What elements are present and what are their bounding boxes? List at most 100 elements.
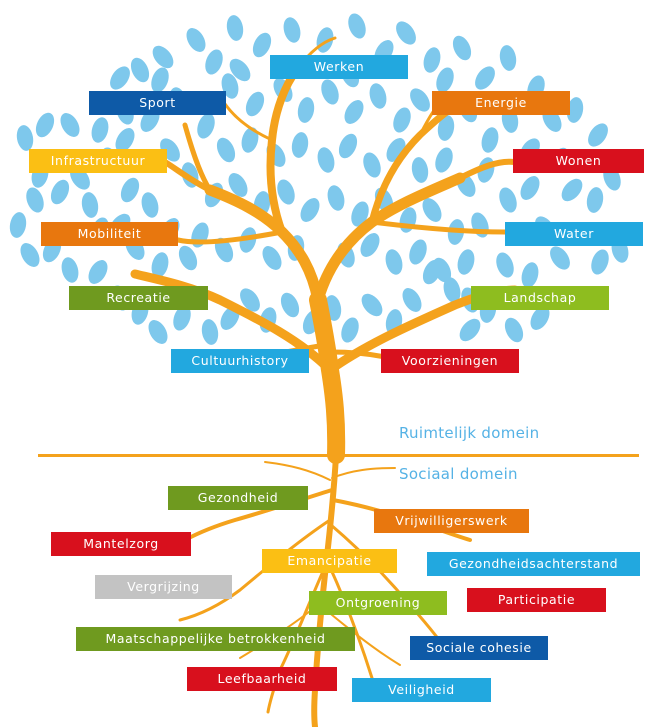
branch-stroke	[162, 159, 213, 193]
label-maatschappelijke-betrokkenheid: Maatschappelijke betrokkenheid	[76, 627, 355, 651]
leaf-shape	[152, 45, 174, 69]
leaf-shape	[291, 132, 309, 158]
leaf-shape	[16, 125, 34, 151]
leaf-shape	[130, 57, 150, 83]
leaf-shape	[88, 260, 108, 284]
leaf-shape	[422, 198, 442, 222]
leaf-shape	[561, 178, 583, 202]
leaf-shape	[410, 88, 430, 112]
leaf-shape	[475, 66, 495, 90]
leaf-shape	[115, 128, 135, 152]
leaf-shape	[148, 320, 168, 344]
label-emancipatie: Emancipatie	[262, 549, 397, 573]
label-participatie: Participatie	[467, 588, 606, 612]
leaf-shape	[191, 222, 209, 248]
branch-stroke	[175, 229, 285, 245]
leaf-shape	[348, 13, 366, 39]
label-werken: Werken	[270, 55, 408, 79]
label-gezondheid: Gezondheid	[168, 486, 308, 510]
leaf-shape	[229, 58, 251, 82]
leaf-shape	[317, 147, 335, 173]
leaf-shape	[437, 115, 455, 141]
label-vrijwilligerswerk: Vrijwilligerswerk	[374, 509, 529, 533]
leaf-shape	[411, 157, 429, 183]
leaf-shape	[396, 21, 416, 45]
domain-label-ruimtelijk: Ruimtelijk domein	[399, 424, 540, 442]
leaf-shape	[566, 97, 584, 123]
leaf-shape	[201, 319, 219, 345]
leaf-shape	[300, 198, 320, 222]
label-energie: Energie	[432, 91, 570, 115]
label-mobiliteit: Mobiliteit	[41, 222, 178, 246]
branch-stroke	[182, 122, 213, 193]
leaf-shape	[341, 317, 359, 343]
branch-stroke	[223, 102, 274, 142]
leaf-shape	[344, 100, 364, 124]
leaf-shape	[151, 252, 169, 278]
leaf-shape	[351, 201, 369, 227]
leaf-shape	[521, 262, 539, 288]
root-stroke	[264, 461, 331, 481]
leaf-shape	[283, 17, 301, 43]
leaf-shape	[481, 127, 499, 153]
leaf-shape	[151, 67, 169, 93]
label-leefbaarheid: Leefbaarheid	[187, 667, 337, 691]
root-stroke	[331, 467, 396, 479]
label-sport: Sport	[89, 91, 226, 115]
label-ontgroening: Ontgroening	[309, 591, 447, 615]
leaf-shape	[197, 113, 215, 139]
label-landschap: Landschap	[471, 286, 609, 310]
tree-branches	[130, 36, 520, 464]
leaf-shape	[499, 187, 517, 213]
leaf-shape	[459, 318, 481, 342]
label-mantelzorg: Mantelzorg	[51, 532, 191, 556]
label-veiligheid: Veiligheid	[352, 678, 491, 702]
leaf-shape	[50, 179, 70, 205]
leaf-shape	[436, 67, 454, 93]
leaf-shape	[327, 185, 345, 211]
root-stroke	[178, 518, 332, 622]
leaf-shape	[504, 317, 524, 343]
leaf-shape	[226, 15, 244, 41]
leaf-shape	[402, 288, 422, 312]
leaf-shape	[588, 123, 608, 147]
domain-divider-line	[38, 454, 639, 457]
leaf-shape	[26, 187, 44, 213]
leaf-shape	[280, 292, 300, 318]
branch-stroke	[457, 158, 518, 181]
branch-stroke	[369, 219, 508, 235]
leaf-shape	[435, 147, 453, 173]
label-cultuurhistory: Cultuurhistory	[171, 349, 309, 373]
leaf-shape	[252, 32, 272, 58]
leaf-shape	[297, 97, 315, 123]
leaf-shape	[586, 187, 604, 213]
leaf-shape	[216, 137, 236, 163]
label-recreatie: Recreatie	[69, 286, 208, 310]
leaf-shape	[214, 237, 234, 263]
leaf-shape	[173, 305, 191, 331]
branch-stroke	[309, 291, 346, 464]
leaf-shape	[457, 249, 475, 275]
leaf-shape	[35, 112, 55, 138]
leaf-shape	[205, 49, 223, 75]
leaf-shape	[496, 252, 514, 278]
leaf-shape	[471, 212, 489, 238]
leaf-shape	[60, 113, 80, 137]
leaf-shape	[120, 177, 140, 203]
leaf-shape	[277, 179, 295, 205]
leaf-shape	[550, 246, 570, 270]
leaf-shape	[360, 233, 380, 257]
leaf-shape	[361, 293, 383, 317]
leaf-shape	[186, 28, 206, 52]
leaf-shape	[499, 45, 517, 71]
label-water: Water	[505, 222, 643, 246]
leaf-shape	[178, 245, 198, 271]
leaf-shape	[530, 306, 550, 330]
leaf-shape	[338, 133, 358, 159]
label-sociale-cohesie: Sociale cohesie	[410, 636, 548, 660]
root-stroke	[327, 563, 374, 680]
domain-label-sociaal: Sociaal domein	[399, 465, 518, 483]
leaf-shape	[9, 212, 27, 238]
